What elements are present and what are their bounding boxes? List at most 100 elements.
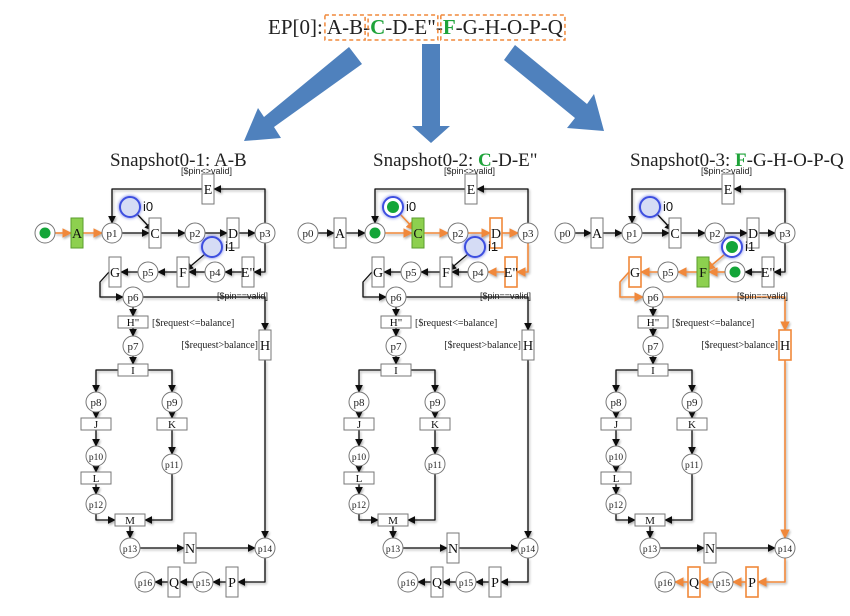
arc-i-p9	[148, 369, 176, 393]
transition-box	[156, 417, 188, 431]
place-p12: p12	[85, 493, 107, 515]
transition-label: N	[185, 542, 195, 557]
transition-box	[377, 513, 409, 527]
transition-label: G	[630, 266, 640, 281]
place-p5: p5	[137, 261, 159, 283]
transition-q: Q	[687, 566, 701, 598]
place-circle	[642, 286, 664, 308]
transition-g: G	[371, 256, 385, 288]
transition-box	[108, 256, 122, 288]
place-p5: p5	[657, 261, 679, 283]
transition-e2: E"	[761, 256, 775, 288]
place-label: p16	[401, 579, 416, 589]
place-circle	[85, 391, 107, 413]
arcs	[318, 185, 532, 586]
place-label: p14	[521, 545, 536, 555]
segment-text: A-B	[327, 15, 363, 39]
transition-box	[600, 417, 632, 431]
place-circle	[161, 453, 183, 475]
transition-e: E	[721, 173, 735, 205]
place-label: p15	[716, 579, 731, 589]
transition-h: H	[521, 329, 535, 361]
transition-p: P	[225, 566, 239, 598]
token-icon	[39, 227, 51, 239]
place-label: p12	[352, 501, 367, 511]
transition-label: H	[523, 339, 533, 354]
arcs	[55, 185, 269, 586]
token-icon	[726, 241, 738, 253]
transition-box	[183, 532, 197, 564]
place-p8: p8	[605, 391, 627, 413]
place-circle	[400, 261, 422, 283]
place-circle	[101, 222, 123, 244]
transition-k: K	[419, 417, 451, 431]
place-label: p8	[354, 397, 366, 409]
transition-label: P	[491, 576, 499, 591]
transition-n: N	[446, 532, 460, 564]
place-p6: p6	[122, 286, 144, 308]
segment-text: C	[370, 15, 385, 39]
segment-box	[367, 14, 439, 41]
transition-n: N	[183, 532, 197, 564]
snapshot-title-part: -G-H-O-P-Q	[747, 150, 844, 171]
arc-p3-e	[733, 185, 786, 223]
place-label: p7	[648, 341, 660, 353]
place-circle	[122, 335, 144, 357]
place-label: p15	[459, 579, 474, 589]
place-label: p4	[210, 267, 222, 279]
place-circle	[424, 391, 446, 413]
transition-d: D	[746, 217, 760, 249]
place-label: p14	[258, 545, 273, 555]
segment-text: -G-H-O-P-Q	[456, 15, 563, 39]
place-circle	[385, 335, 407, 357]
place-label: p16	[658, 579, 673, 589]
place-circle	[467, 261, 489, 283]
arc-i-p9	[411, 369, 439, 393]
place-circle	[517, 222, 539, 244]
transition-label: K	[168, 419, 176, 431]
place-label: p11	[165, 461, 179, 471]
transition-label: E"	[761, 266, 775, 281]
transition-box	[201, 173, 215, 205]
place-p7: p7	[642, 335, 664, 357]
transition-box	[333, 217, 347, 249]
place-label: p2	[710, 228, 721, 240]
resource-label: i0	[406, 199, 416, 214]
transition-label: E"	[241, 266, 255, 281]
place-p4: p4	[467, 261, 489, 283]
transition-box	[504, 256, 518, 288]
arc-p14-p	[237, 558, 266, 586]
guard-h2: [$request<=balance]	[672, 318, 754, 329]
place-p3: p3	[517, 222, 539, 244]
place-circle	[397, 571, 419, 593]
transition-c: C	[668, 217, 682, 249]
place-label: p8	[611, 397, 623, 409]
transition-label: L	[613, 473, 620, 485]
transition-box	[176, 256, 190, 288]
resource-label: i1	[225, 239, 235, 254]
place-circle	[654, 571, 676, 593]
place-p8: p8	[348, 391, 370, 413]
transition-label: J	[357, 419, 362, 431]
transition-label: G	[110, 266, 120, 281]
place-p2: p2	[184, 222, 206, 244]
transition-i: I	[117, 363, 149, 377]
arc-e-p1	[628, 188, 722, 224]
place-label: p12	[89, 501, 104, 511]
place-circle	[204, 261, 226, 283]
place-label: p9	[167, 397, 179, 409]
place-p9: p9	[424, 391, 446, 413]
transition-label: L	[93, 473, 100, 485]
guard-e: [$pin<>valid]	[701, 166, 752, 176]
place-label: p13	[643, 545, 658, 555]
transition-box	[696, 256, 710, 288]
arc-p12-m	[615, 514, 636, 524]
place-p6: p6	[642, 286, 664, 308]
place-label: p10	[609, 453, 624, 463]
place-label: p0	[560, 228, 572, 240]
arc-p14-p	[500, 558, 529, 586]
transition-label: M	[125, 515, 135, 527]
place-p16: p16	[134, 571, 156, 593]
place-circle	[621, 222, 643, 244]
